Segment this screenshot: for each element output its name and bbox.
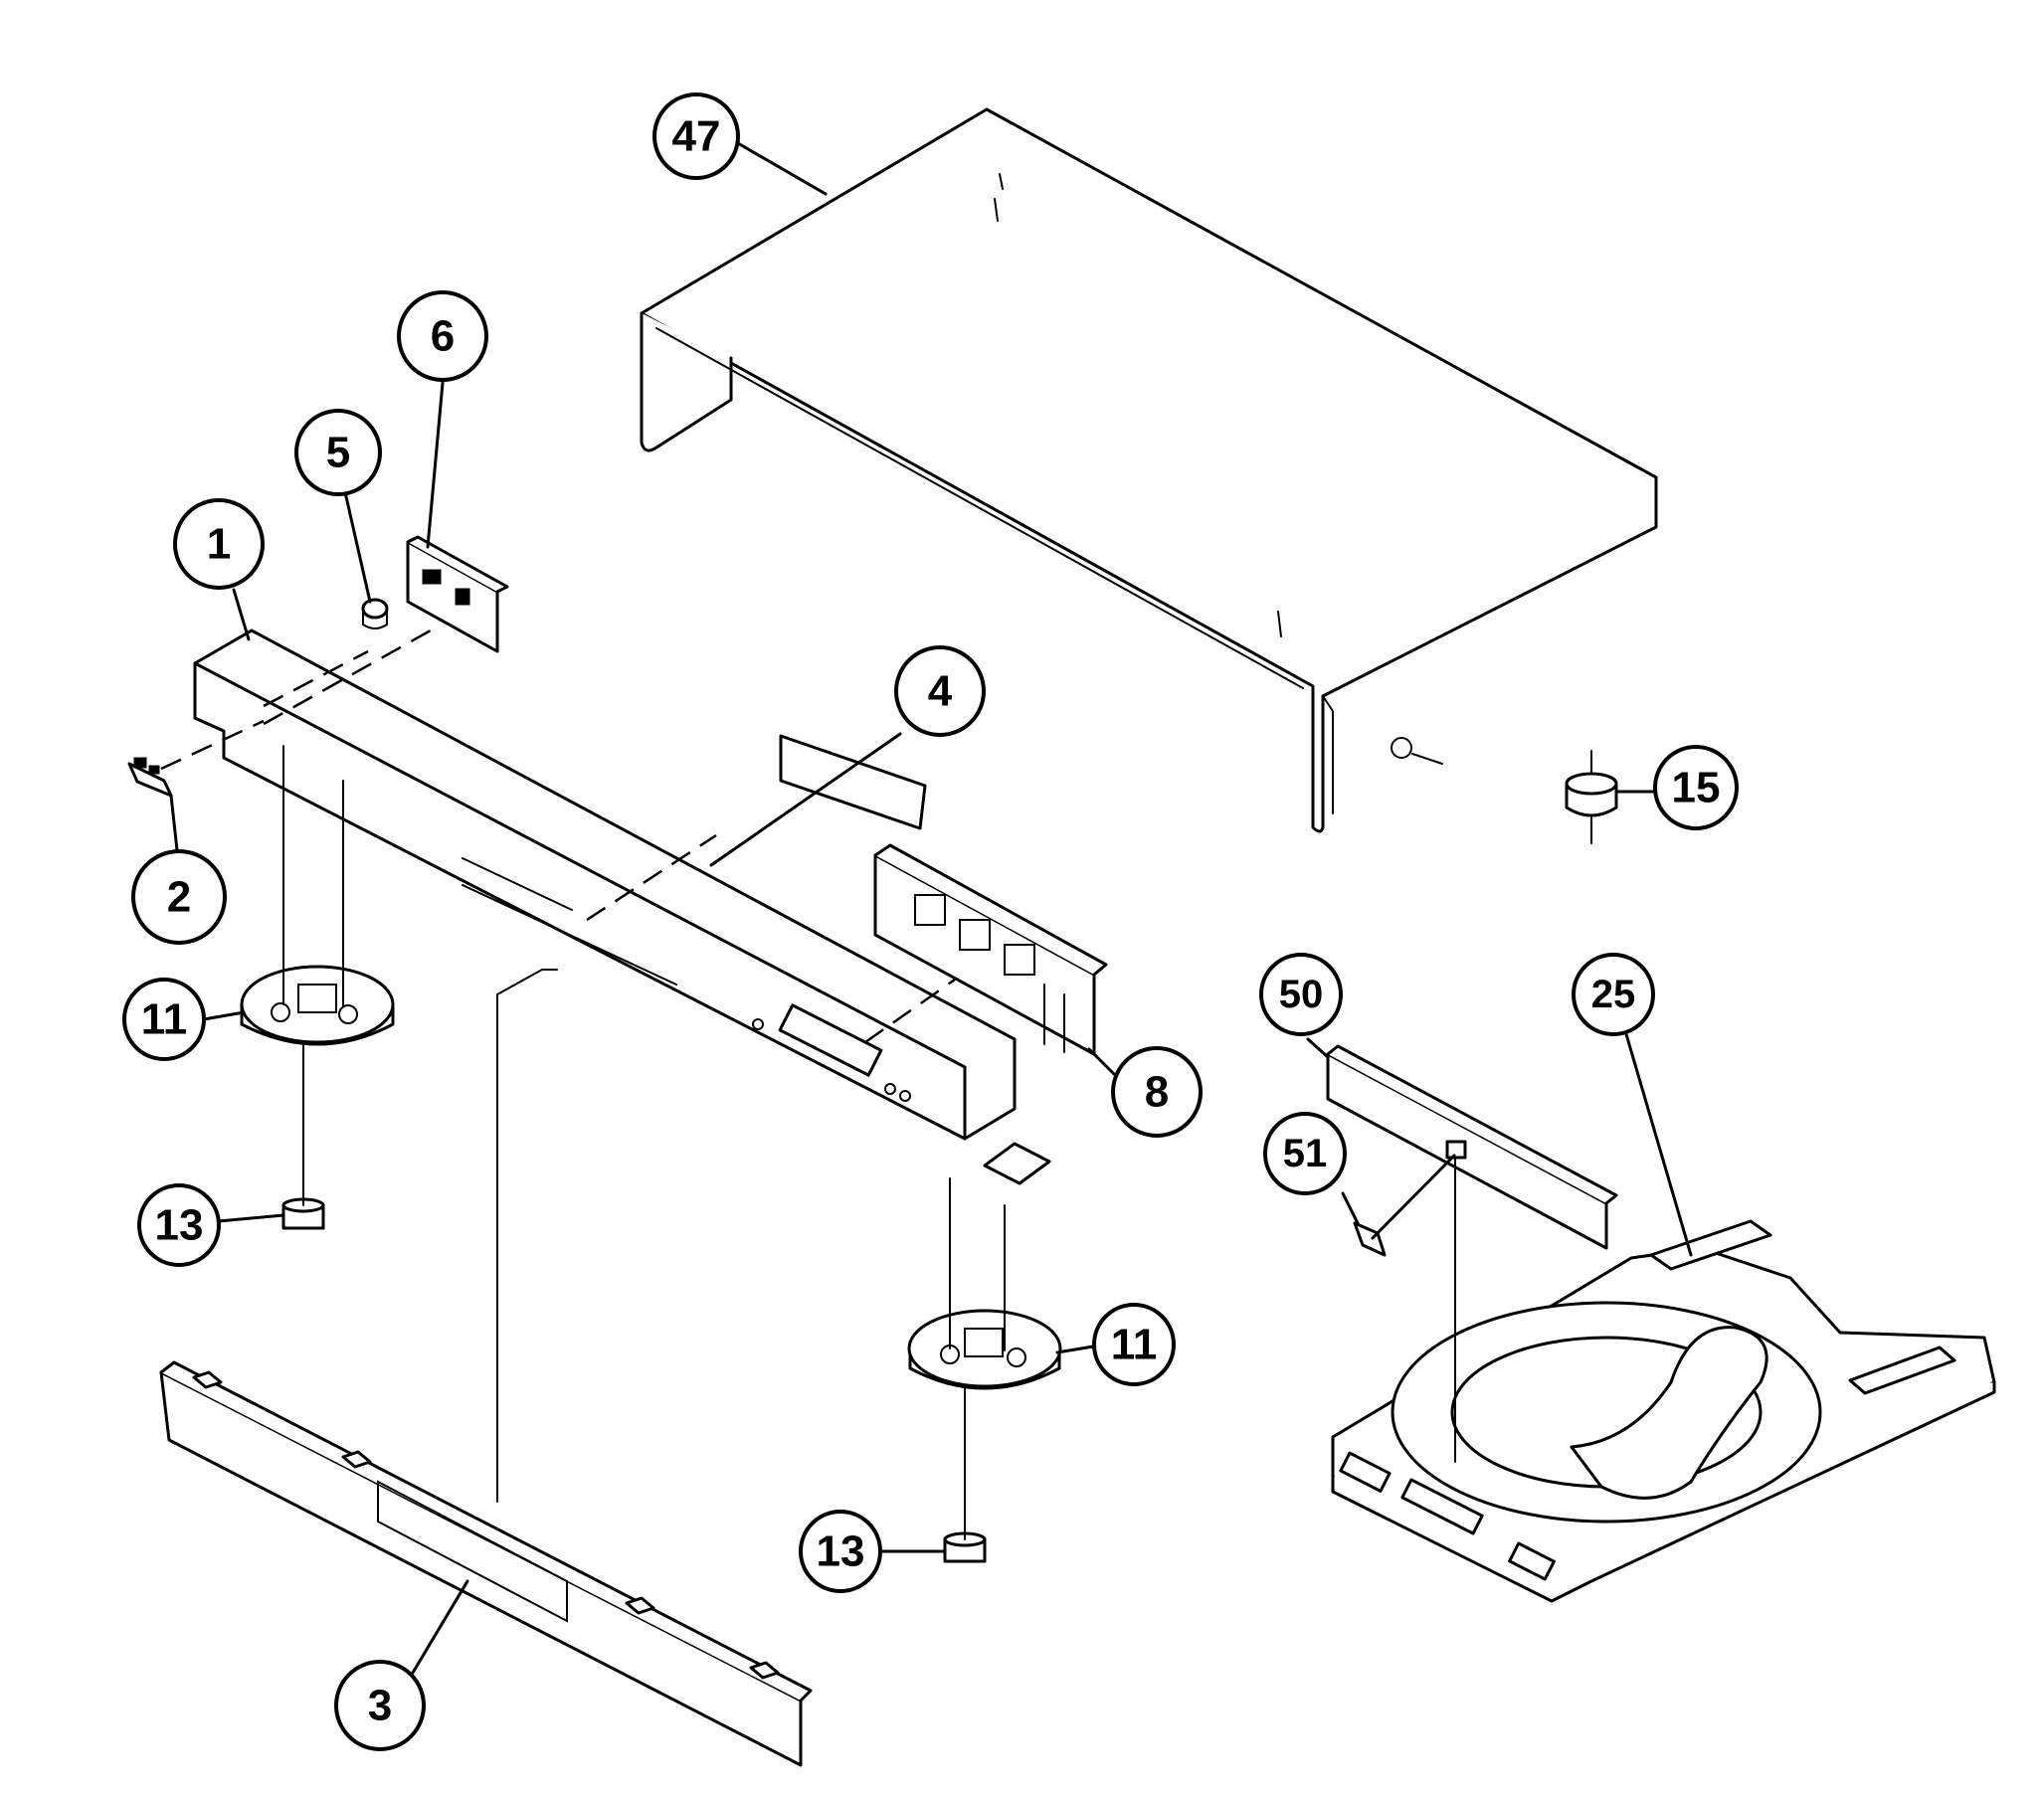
callout-47-label: 47	[672, 112, 721, 161]
tray-part-25	[1331, 1219, 1996, 1603]
bar-part-50	[1326, 1044, 1618, 1250]
callout-6: 6	[397, 290, 488, 382]
callout-1: 1	[173, 498, 265, 590]
callout-2: 2	[131, 849, 227, 945]
leader-lines	[169, 137, 1693, 1675]
callout-25: 25	[1572, 953, 1655, 1036]
callout-50-label: 50	[1279, 973, 1324, 1016]
foot-part-15	[1565, 750, 1618, 844]
switch-part-2	[127, 757, 173, 798]
tab-part-51	[1353, 1221, 1387, 1257]
foot-plate-part-11-right	[907, 1309, 1062, 1390]
callout-13-right: 13	[799, 1510, 882, 1593]
callout-5-label: 5	[326, 429, 350, 477]
callout-13-left-label: 13	[155, 1201, 204, 1250]
callout-3-label: 3	[368, 1682, 392, 1730]
callout-50: 50	[1259, 953, 1343, 1036]
knob-part-5	[361, 598, 389, 629]
callout-51: 51	[1263, 1112, 1347, 1195]
callout-11-left: 11	[122, 978, 206, 1061]
callout-13-right-label: 13	[817, 1527, 865, 1576]
rear-board-part-8	[873, 843, 1108, 1056]
callout-11-right: 11	[1092, 1303, 1176, 1386]
label-part-4	[779, 734, 927, 830]
callout-6-label: 6	[431, 312, 455, 361]
pad-part-13-right	[943, 1531, 987, 1563]
callout-13-left: 13	[137, 1183, 221, 1267]
callout-3: 3	[334, 1660, 426, 1751]
front-panel-assembly-part-1	[193, 628, 1051, 1185]
callout-11-left-label: 11	[141, 995, 188, 1044]
callout-4: 4	[894, 645, 986, 737]
callout-4-label: 4	[928, 667, 953, 716]
callout-47: 47	[652, 92, 740, 180]
callout-1-label: 1	[207, 520, 231, 569]
callout-11-right-label: 11	[1111, 1321, 1158, 1369]
callout-5: 5	[294, 409, 382, 496]
callout-51-label: 51	[1283, 1132, 1328, 1175]
callout-15-label: 15	[1672, 764, 1721, 812]
bracket-board-part-6	[406, 535, 509, 653]
assembly-lines	[160, 625, 1456, 1540]
callout-15: 15	[1653, 745, 1739, 830]
trim-strip-part-3	[159, 1360, 813, 1767]
callout-8: 8	[1111, 1046, 1203, 1138]
foot-plate-part-11-left	[240, 965, 395, 1046]
callout-8-label: 8	[1145, 1068, 1169, 1117]
callout-25-label: 25	[1591, 973, 1636, 1016]
top-cover-part	[640, 107, 1658, 833]
callout-2-label: 2	[167, 873, 191, 922]
